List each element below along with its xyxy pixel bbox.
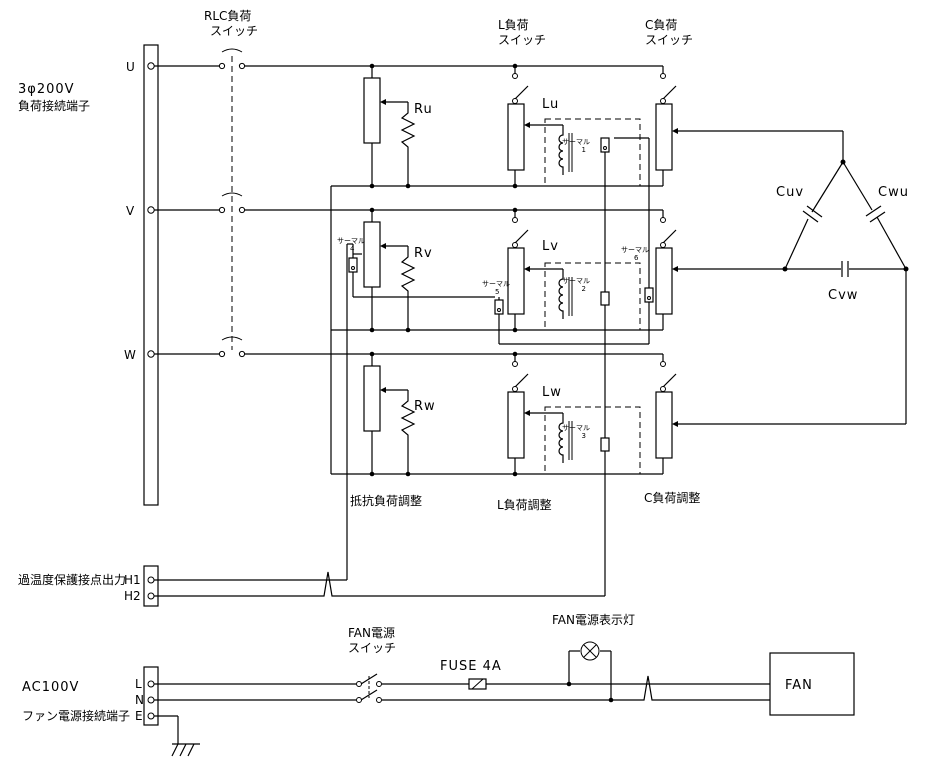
thermal-6-label: サーマル <box>621 246 649 254</box>
thermal-4-num: 4 <box>350 245 355 253</box>
cwu-label: Cwu <box>878 185 909 200</box>
thermal-4-label: サーマル <box>337 237 365 245</box>
resistor-loads <box>363 66 416 474</box>
thermal-chain <box>346 137 654 596</box>
thermal-5-label: サーマル <box>482 280 510 288</box>
rw-label: Rw <box>414 399 436 414</box>
overtemp-label: 過温度保護接点出力 <box>18 572 126 587</box>
cvw-label: Cvw <box>828 288 858 303</box>
phase-u-label: U <box>126 60 135 74</box>
r-adjust-label: 抵抗負荷調整 <box>350 493 422 508</box>
c-adjust-label: C負荷調整 <box>644 490 700 505</box>
delta-capacitor-bank <box>782 131 909 424</box>
fan-switch-label-2: スイッチ <box>348 641 396 655</box>
fan-box-label: FAN <box>785 678 813 693</box>
l-switch-label-1: L負荷 <box>498 18 529 32</box>
lv-label: Lv <box>542 239 559 254</box>
rv-label: Rv <box>414 246 433 261</box>
terminal-u <box>147 62 155 70</box>
thermal-3-label: サーマル <box>562 424 590 432</box>
phase-v-label: V <box>126 204 135 218</box>
thermal-3-num: 3 <box>582 432 586 440</box>
fuse-label: FUSE 4A <box>440 659 502 674</box>
thermal-1-num: 1 <box>582 146 586 154</box>
l-adjust-label: L負荷調整 <box>497 497 552 512</box>
c-switch-label-2: スイッチ <box>645 33 693 47</box>
term-e-label: E <box>135 709 143 723</box>
h2-label: H2 <box>124 589 141 603</box>
fan-switch-label-1: FAN電源 <box>348 626 395 640</box>
fan-circuit <box>143 641 855 757</box>
l-switch-label-2: スイッチ <box>498 33 546 47</box>
phase-w-label: W <box>124 348 136 362</box>
supply-label-2: 負荷接続端子 <box>18 98 90 113</box>
rlc-switch-label-1: RLC負荷 <box>204 9 251 23</box>
thermal-2-num: 2 <box>582 285 586 293</box>
h1-label: H1 <box>124 573 141 587</box>
lu-label: Lu <box>542 97 559 112</box>
supply-label-1: 3φ200V <box>18 82 75 97</box>
thermal-1-label: サーマル <box>562 138 590 146</box>
term-n-label: N <box>135 693 144 707</box>
rlc-load-switch <box>218 48 246 358</box>
thermal-2-label: サーマル <box>562 277 590 285</box>
neutral-ring <box>330 63 663 477</box>
inductor-loads <box>507 66 641 475</box>
terminal-block-3phase <box>143 44 159 506</box>
bus-lines <box>154 65 663 355</box>
c-switch-label-1: C負荷 <box>645 18 677 32</box>
capacitor-loads <box>655 66 906 474</box>
term-l-label: L <box>135 677 142 691</box>
cuv-label: Cuv <box>776 185 804 200</box>
fan-lamp-label: FAN電源表示灯 <box>552 613 635 627</box>
terminal-w <box>147 350 155 358</box>
terminal-v <box>147 206 155 214</box>
thermal-6-num: 6 <box>634 254 639 262</box>
rlc-switch-label-2: スイッチ <box>210 24 258 38</box>
ru-label: Ru <box>414 102 433 117</box>
ac100v-label: AC100V <box>22 680 79 695</box>
lw-label: Lw <box>542 385 562 400</box>
fan-terminal-label: ファン電源接続端子 <box>22 708 130 723</box>
thermal-5-num: 5 <box>495 288 499 296</box>
overtemp-terminals <box>143 565 605 607</box>
